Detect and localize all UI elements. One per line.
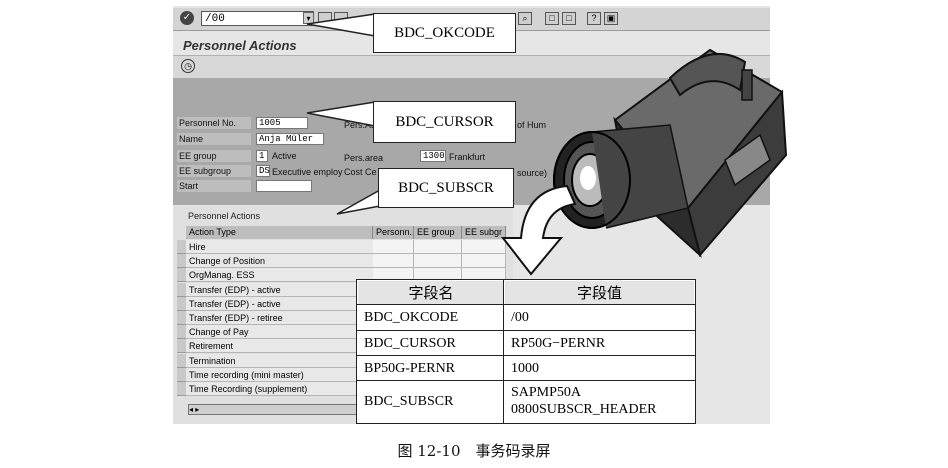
callout-bdc-cursor: BDC_CURSOR <box>373 101 516 143</box>
table-cell[interactable] <box>462 240 506 254</box>
pers-as-label: Pers.As <box>344 120 376 130</box>
subscr-screen: 0800SUBSCR_HEADER <box>511 402 657 417</box>
row-selector[interactable] <box>177 354 186 368</box>
new-session-icon[interactable]: □ <box>545 12 559 25</box>
check-icon[interactable]: ✓ <box>180 11 194 25</box>
resource-text: source) <box>517 168 548 178</box>
name-field: Anja Müler <box>256 133 324 145</box>
pers-area-text: Frankfurt <box>449 152 486 162</box>
row-selector[interactable] <box>177 325 186 339</box>
row-divider <box>357 355 695 356</box>
row-divider <box>357 380 695 381</box>
ok-code-field[interactable]: /00 <box>201 11 314 26</box>
column-header-action-type[interactable]: Action Type <box>186 226 373 239</box>
field-value-cell: 1000 <box>511 360 539 376</box>
field-value-cell: SAPMP50A 0800SUBSCR_HEADER <box>511 384 696 422</box>
actions-table-title: Personnel Actions <box>188 211 261 221</box>
table-cell[interactable] <box>414 254 462 268</box>
down-arrow-icon <box>500 184 577 276</box>
row-divider <box>357 304 695 305</box>
ee-subgroup-code: DS <box>256 165 270 177</box>
table-row[interactable]: Transfer (EDP) - active <box>186 297 373 311</box>
help-icon[interactable]: ? <box>587 12 601 25</box>
application-toolbar <box>173 55 770 79</box>
table-row[interactable]: Termination <box>186 354 373 368</box>
row-selector[interactable] <box>177 254 186 268</box>
table-row[interactable]: Hire <box>186 240 373 254</box>
table-row[interactable]: OrgManag. ESS <box>186 268 373 282</box>
row-selector[interactable] <box>177 283 186 297</box>
table-row[interactable]: Transfer (EDP) - active <box>186 283 373 297</box>
table-row[interactable]: Transfer (EDP) - retiree <box>186 311 373 325</box>
ee-group-code: 1 <box>256 150 268 162</box>
field-name-cell: BP50G-PERNR <box>364 360 456 376</box>
pers-area-code: 1300 <box>420 150 446 162</box>
name-label: Name <box>177 133 251 145</box>
figure-caption: 图 12-10 事务码录屏 <box>397 442 551 460</box>
cost-center-text: Cost Ce <box>344 167 377 177</box>
header-field-name: 字段名 <box>358 281 504 304</box>
row-selector[interactable] <box>177 268 186 282</box>
header-field-value: 字段值 <box>505 281 694 304</box>
table-row[interactable]: Time recording (mini master) <box>186 368 373 382</box>
row-selector[interactable] <box>177 382 186 396</box>
table-cell[interactable] <box>373 240 414 254</box>
row-divider <box>357 330 695 331</box>
table-row[interactable]: Change of Pay <box>186 325 373 339</box>
column-divider <box>503 280 504 423</box>
row-selector[interactable] <box>177 297 186 311</box>
row-selector[interactable] <box>177 368 186 382</box>
pers-area-label: Pers.area <box>344 153 384 163</box>
ee-group-text: Active <box>272 151 297 161</box>
ee-subgroup-text: Executive employ <box>272 167 343 177</box>
field-value-cell: RP50G−PERNR <box>511 335 606 351</box>
column-header-personnel[interactable]: Personn... <box>373 226 414 239</box>
of-hum-text: of Hum <box>517 120 547 130</box>
callout-bdc-okcode: BDC_OKCODE <box>373 13 516 53</box>
subscr-program: SAPMP50A <box>511 385 582 400</box>
personnel-no-label: Personnel No. <box>177 117 251 129</box>
field-name-cell: BDC_OKCODE <box>364 310 459 325</box>
column-header-ee-group[interactable]: EE group <box>414 226 462 239</box>
table-row[interactable]: Change of Position <box>186 254 373 268</box>
table-cell[interactable] <box>462 254 506 268</box>
row-selector[interactable] <box>177 240 186 254</box>
shortcut-icon[interactable]: □ <box>562 12 576 25</box>
field-name-cell: BDC_SUBSCR <box>364 394 454 409</box>
row-selector[interactable] <box>177 311 186 325</box>
page-title: Personnel Actions <box>183 38 297 53</box>
field-value-cell: /00 <box>511 310 529 325</box>
start-date-field[interactable] <box>256 180 312 192</box>
table-row[interactable]: Time Recording (supplement) <box>186 382 373 396</box>
column-header-ee-subgroup[interactable]: EE subgr <box>462 226 506 239</box>
start-label: Start <box>177 180 251 192</box>
layout-icon[interactable]: ▣ <box>604 12 618 25</box>
table-row[interactable]: Retirement <box>186 339 373 353</box>
table-cell[interactable] <box>414 240 462 254</box>
callout-bdc-subscr: BDC_SUBSCR <box>378 168 514 208</box>
find-icon[interactable]: ⌕ <box>518 12 532 25</box>
ee-group-label: EE group <box>177 150 251 162</box>
field-name-cell: BDC_CURSOR <box>364 335 456 351</box>
personnel-no-field[interactable]: 1005 <box>256 117 308 129</box>
clock-icon[interactable]: ◷ <box>181 59 195 73</box>
ee-subgroup-label: EE subgroup <box>177 165 251 177</box>
table-cell[interactable] <box>373 254 414 268</box>
row-selector[interactable] <box>177 339 186 353</box>
